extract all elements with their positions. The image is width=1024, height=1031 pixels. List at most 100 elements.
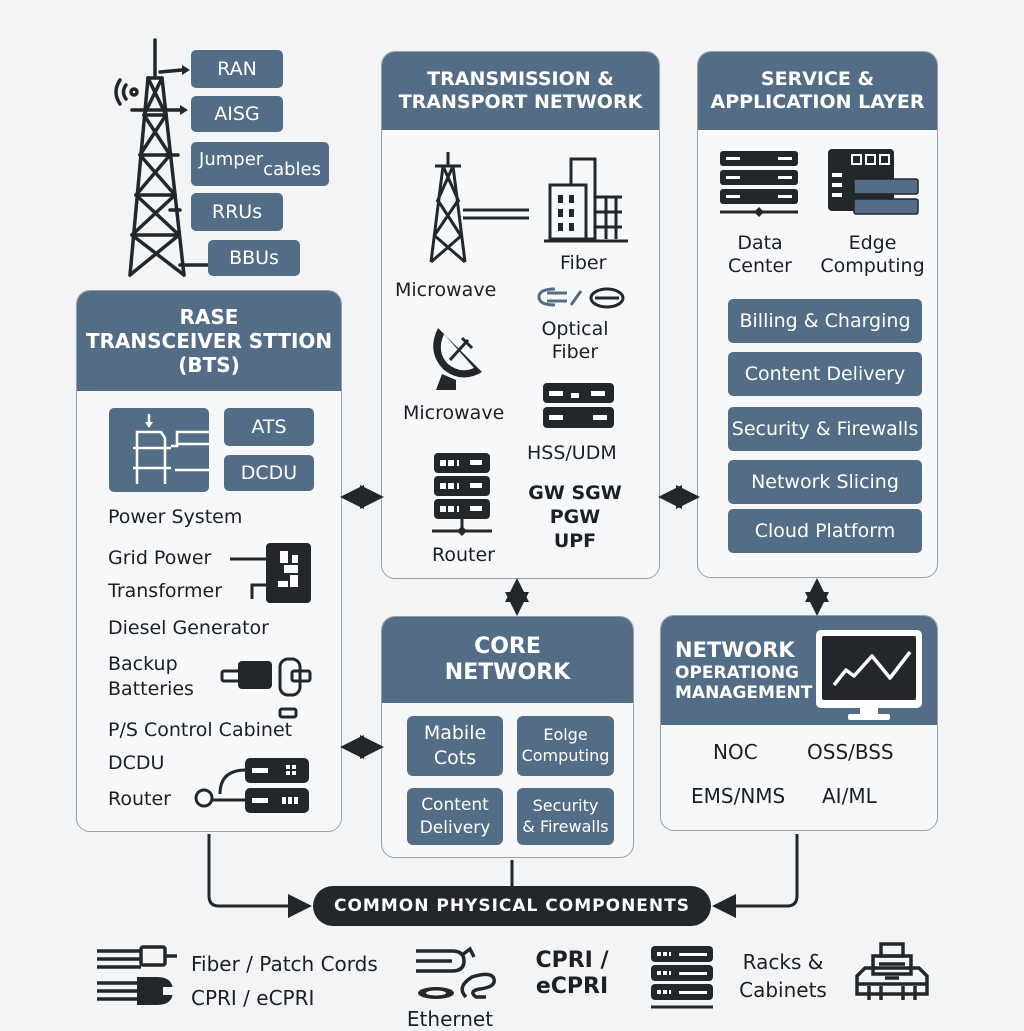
bts-panel: RASE TRANSCEIVER STTION (BTS) — [76, 290, 342, 832]
cell-tower-icon — [114, 38, 210, 277]
cpri-ecpri-label-1: CPRI / eCPRI — [191, 986, 315, 1010]
billing-charging-button[interactable]: Billing & Charging — [728, 299, 922, 343]
ps-control-cabinet-label: P/S Control Cabinet — [108, 719, 293, 741]
router-rack-icon — [194, 758, 309, 813]
ai-ml-label: AI/ML — [822, 784, 877, 808]
router-label-transmission: Router — [432, 544, 495, 566]
grid-power-label: Grid Power — [108, 547, 212, 569]
satellite-dish-icon — [433, 328, 482, 390]
core-box-line: Delivery — [419, 817, 491, 838]
core-box-line: Content — [421, 795, 489, 816]
dcdu-text: DCDU — [240, 462, 298, 484]
gateway-line: GW SGW — [528, 482, 622, 504]
gateway-line: UPF — [553, 529, 597, 552]
bts-title-line: RASE — [179, 305, 239, 329]
transmission-panel: TRANSMISSION & TRANSPORT NETWORK — [381, 51, 660, 579]
noc-label: NOC — [713, 740, 758, 764]
gateways-label: GW SGW PGW UPF — [515, 482, 635, 553]
power-circuit-icon — [133, 414, 209, 484]
core-box-line: Security — [532, 795, 599, 815]
core-box-mobile-cots: Mabile Cots — [407, 716, 503, 776]
building-icon — [544, 157, 628, 243]
optical-fiber-line: Fiber — [551, 340, 599, 363]
data-center-icon — [720, 151, 798, 217]
cloud-platform-button[interactable]: Cloud Platform — [728, 509, 922, 553]
core-title-line: NETWORK — [444, 660, 571, 685]
core-box-line: & Firewalls — [522, 816, 609, 836]
cpri-ecpri-label-2: CPRI / eCPRI — [527, 948, 617, 1001]
optical-fiber-line: Optical — [541, 318, 609, 340]
jumper-text: Jumper — [199, 148, 264, 170]
core-box-line: Cots — [433, 747, 477, 769]
backup-label: Backup — [108, 653, 178, 675]
nom-title-line: NETWORK — [675, 637, 795, 662]
nom-title-line: MANAGEMENT — [675, 683, 813, 704]
power-system-diagram — [109, 408, 209, 492]
security-firewalls-button[interactable]: Security & Firewalls — [728, 407, 922, 451]
ats-box: ATS — [224, 408, 314, 446]
edge-computing-label: Edge Computing — [815, 232, 930, 278]
optical-fiber-label: Optical Fiber — [530, 318, 620, 364]
racks-line: Cabinets — [739, 978, 827, 1002]
cpri-line: eCPRI — [535, 974, 609, 1000]
cables-text: cables — [263, 158, 321, 180]
service-header: SERVICE & APPLICATION LAYER — [698, 52, 937, 130]
transmission-title-line: TRANSMISSION & — [427, 68, 614, 91]
core-box-content-delivery: Content Delivery — [407, 788, 503, 845]
data-center-line: Data — [737, 232, 783, 254]
racks-cabinets-label: Racks & Cabinets — [733, 948, 833, 1004]
ran-text: RAN — [217, 58, 257, 80]
rrus-text: RRUs — [211, 201, 263, 223]
transmission-title-line: TRANSPORT NETWORK — [398, 91, 643, 113]
core-box-line: Mabile — [423, 722, 487, 745]
fiber-patch-cords-label: Fiber / Patch Cords — [191, 952, 378, 976]
nom-common-arrow — [712, 834, 799, 918]
microwave-tower-icon — [429, 152, 529, 264]
fiber-cable-icon — [537, 287, 625, 309]
bts-title-line: (BTS) — [178, 353, 240, 377]
core-box-line: Computing — [521, 746, 610, 765]
network-slicing-button[interactable]: Network Slicing — [728, 460, 922, 504]
microwave-label-2: Microwave — [403, 402, 505, 424]
bts-title-line: TRANSCEIVER STTION — [85, 329, 333, 353]
core-header: CORE NETWORK — [382, 617, 633, 703]
oss-bss-label: OSS/BSS — [807, 740, 894, 764]
monitor-chart-icon — [816, 630, 922, 720]
batteries-label: Batteries — [108, 678, 194, 700]
data-center-label: Data Center — [715, 232, 805, 278]
core-box-edge-computing: Eolge Computing — [517, 716, 614, 776]
transformer-icon — [230, 543, 311, 603]
bts-header: RASE TRANSCEIVER STTION (BTS) — [77, 291, 341, 391]
cabinet-enclosure-icon — [855, 942, 929, 1000]
edge-computing-line: Edge — [848, 232, 897, 254]
service-title-line: APPLICATION LAYER — [710, 91, 925, 113]
ethernet-cable-icon — [416, 946, 496, 999]
transmission-header: TRANSMISSION & TRANSPORT NETWORK — [382, 52, 659, 130]
nom-title-line: OPERATIONG — [675, 662, 800, 683]
edge-computing-line: Computing — [820, 254, 925, 277]
tower-label-bbus: BBUs — [208, 240, 300, 276]
router-label: Router — [108, 788, 171, 810]
hss-server-icon — [543, 383, 614, 428]
racks-line: Racks & — [742, 950, 824, 974]
battery-icon — [220, 657, 312, 719]
bts-common-arrow — [207, 834, 312, 918]
router-server-icon — [432, 453, 492, 536]
transformer-label: Transformer — [108, 580, 223, 602]
tower-label-ran: RAN — [191, 50, 283, 88]
edge-computing-icon — [828, 149, 919, 215]
core-title-line: CORE — [474, 633, 541, 659]
common-components-title: COMMON PHYSICAL COMPONENTS — [313, 886, 711, 926]
tower-label-aisg: AISG — [191, 96, 283, 132]
data-center-line: Center — [728, 254, 792, 277]
microwave-label-1: Microwave — [395, 279, 497, 301]
dcdu-box: DCDU — [224, 455, 314, 491]
tower-label-rrus: RRUs — [191, 193, 283, 231]
content-delivery-button[interactable]: Content Delivery — [728, 352, 922, 396]
ems-nms-label: EMS/NMS — [691, 784, 786, 808]
fiber-patch-cord-icon — [97, 945, 177, 1005]
fiber-label: Fiber — [560, 252, 607, 274]
cpri-line: CPRI / — [535, 948, 609, 973]
aisg-text: AISG — [214, 103, 260, 125]
